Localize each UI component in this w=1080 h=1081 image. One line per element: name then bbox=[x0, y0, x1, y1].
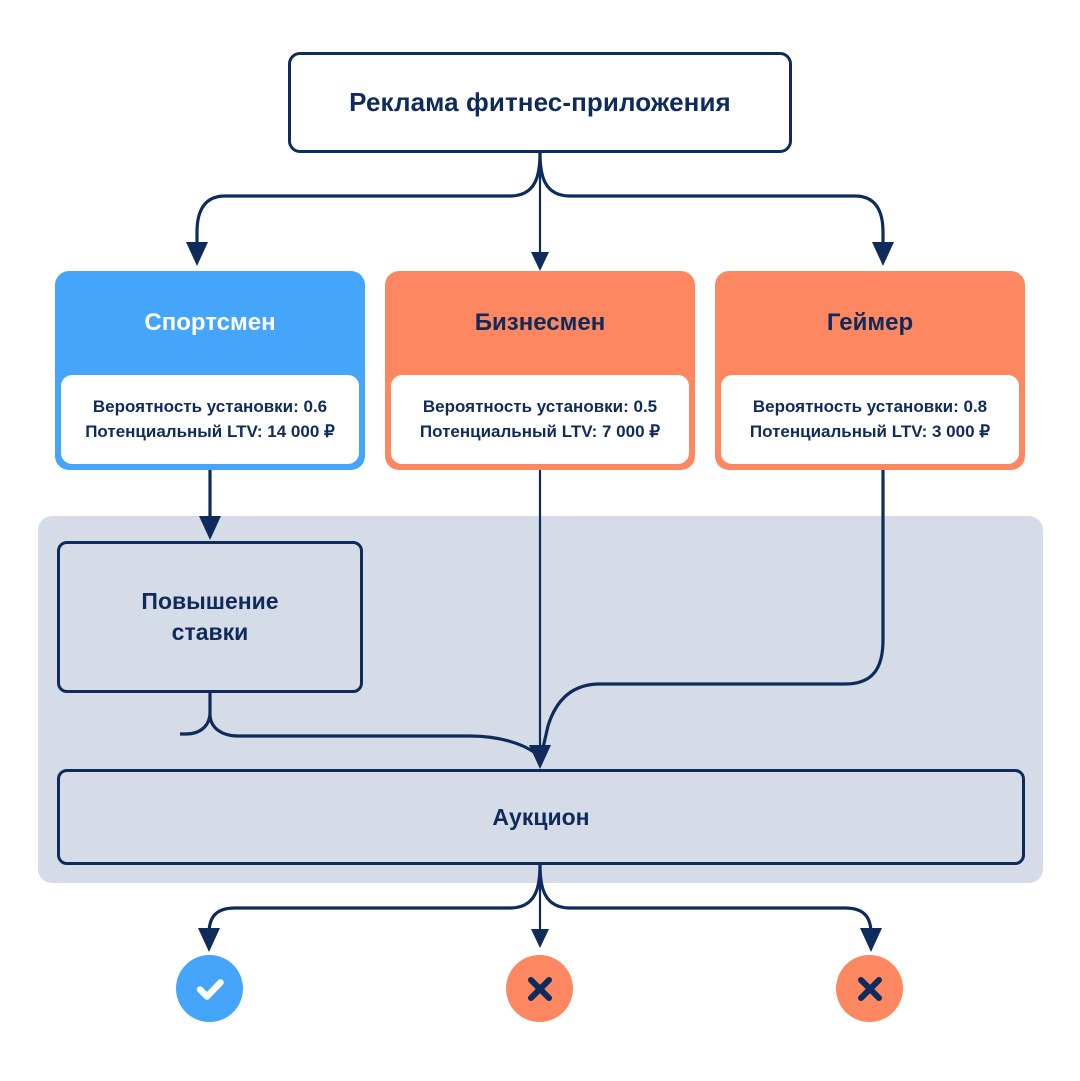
arrowhead-root-to-businessman bbox=[531, 252, 549, 271]
arrowhead-root-to-gamer bbox=[872, 242, 894, 266]
root-node-label: Реклама фитнес-приложения bbox=[349, 87, 731, 117]
persona-title-athlete: Спортсмен bbox=[144, 309, 276, 336]
node-auction[interactable]: Аукцион bbox=[57, 769, 1025, 865]
persona-card-gamer[interactable]: Геймер Вероятность установки: 0.8 Потенц… bbox=[715, 271, 1025, 470]
persona-install-probability-athlete: Вероятность установки: 0.6 bbox=[92, 396, 328, 416]
root-node-ad-campaign[interactable]: Реклама фитнес-приложения bbox=[288, 52, 792, 153]
cross-icon bbox=[527, 976, 552, 1001]
persona-title-businessman: Бизнесмен bbox=[474, 309, 606, 336]
edge-root-to-athlete bbox=[195, 152, 542, 250]
persona-ltv-businessman: Потенциальный LTV: 7 000 ₽ bbox=[419, 421, 661, 441]
persona-stats-businessman: Вероятность установки: 0.5 Потенциальный… bbox=[391, 375, 689, 464]
node-bid-raise[interactable]: Повышение ставки bbox=[57, 541, 363, 693]
persona-card-businessman[interactable]: Бизнесмен Вероятность установки: 0.5 Пот… bbox=[385, 271, 695, 470]
cross-icon bbox=[857, 976, 882, 1001]
node-bid-raise-label: Повышение ставки bbox=[141, 586, 278, 648]
edge-root-to-gamer bbox=[538, 152, 885, 250]
arrowhead-root-to-athlete bbox=[186, 242, 208, 266]
node-auction-label: Аукцион bbox=[492, 803, 590, 830]
outcome-lose-businessman[interactable] bbox=[506, 955, 573, 1022]
arrowhead-auction-to-outcome-gamer bbox=[860, 928, 882, 952]
node-bid-raise-line2: ставки bbox=[171, 619, 249, 645]
arrowhead-auction-to-outcome-athlete bbox=[198, 928, 220, 952]
persona-ltv-athlete: Потенциальный LTV: 14 000 ₽ bbox=[85, 421, 335, 441]
persona-install-probability-businessman: Вероятность установки: 0.5 bbox=[422, 396, 658, 416]
arrowhead-auction-to-outcome-businessman bbox=[531, 929, 549, 948]
persona-install-probability-gamer: Вероятность установки: 0.8 bbox=[752, 396, 988, 416]
persona-title-gamer: Геймер bbox=[826, 309, 914, 336]
check-icon bbox=[196, 978, 224, 1000]
node-bid-raise-line1: Повышение bbox=[141, 587, 279, 614]
persona-stats-gamer: Вероятность установки: 0.8 Потенциальный… bbox=[721, 375, 1019, 464]
persona-ltv-gamer: Потенциальный LTV: 3 000 ₽ bbox=[749, 421, 991, 441]
persona-card-athlete[interactable]: Спортсмен Вероятность установки: 0.6 Пот… bbox=[55, 271, 365, 470]
persona-stats-athlete: Вероятность установки: 0.6 Потенциальный… bbox=[61, 375, 359, 464]
outcome-lose-gamer[interactable] bbox=[836, 955, 903, 1022]
outcome-win-athlete[interactable] bbox=[176, 955, 243, 1022]
